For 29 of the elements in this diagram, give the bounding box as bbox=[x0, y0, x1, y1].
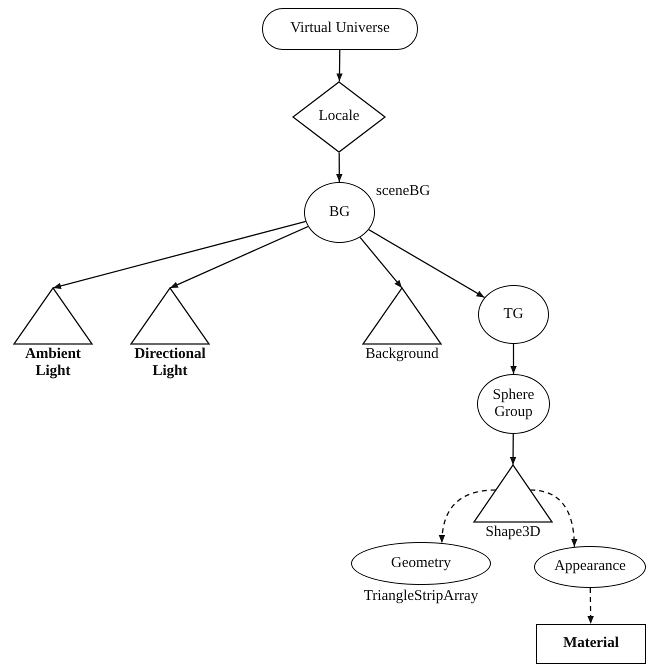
arrow bbox=[170, 226, 308, 289]
arrow bbox=[587, 588, 594, 624]
node-label: Directional Light bbox=[133, 346, 207, 380]
node-label: Ambient Light bbox=[24, 346, 82, 380]
arrow bbox=[439, 489, 496, 543]
node-caption: sceneBG bbox=[376, 183, 430, 200]
arrow bbox=[336, 152, 342, 182]
arrow bbox=[368, 229, 485, 298]
arrow bbox=[336, 50, 343, 82]
arrow bbox=[510, 344, 517, 374]
node-label: Virtual Universe bbox=[289, 20, 391, 38]
node-label: BG bbox=[328, 204, 351, 222]
node-label: TG bbox=[502, 306, 524, 324]
ellipse-node bbox=[304, 182, 375, 243]
arrow bbox=[510, 434, 516, 465]
node-label: Locale bbox=[318, 108, 360, 126]
node-caption: TriangleStripArray bbox=[362, 588, 480, 606]
diamond-node bbox=[292, 81, 386, 153]
node-label: Shape3D bbox=[484, 524, 542, 542]
node-label: Geometry bbox=[390, 554, 452, 572]
arrow bbox=[52, 220, 306, 290]
arrow bbox=[530, 489, 578, 547]
node-label: Background bbox=[364, 346, 440, 364]
node-label: Sphere Group bbox=[492, 386, 536, 422]
arrow bbox=[360, 236, 402, 288]
node-label: Material bbox=[562, 635, 620, 653]
box-node bbox=[536, 624, 646, 664]
node-label: Appearance bbox=[553, 558, 627, 576]
rounded-box bbox=[262, 8, 418, 50]
